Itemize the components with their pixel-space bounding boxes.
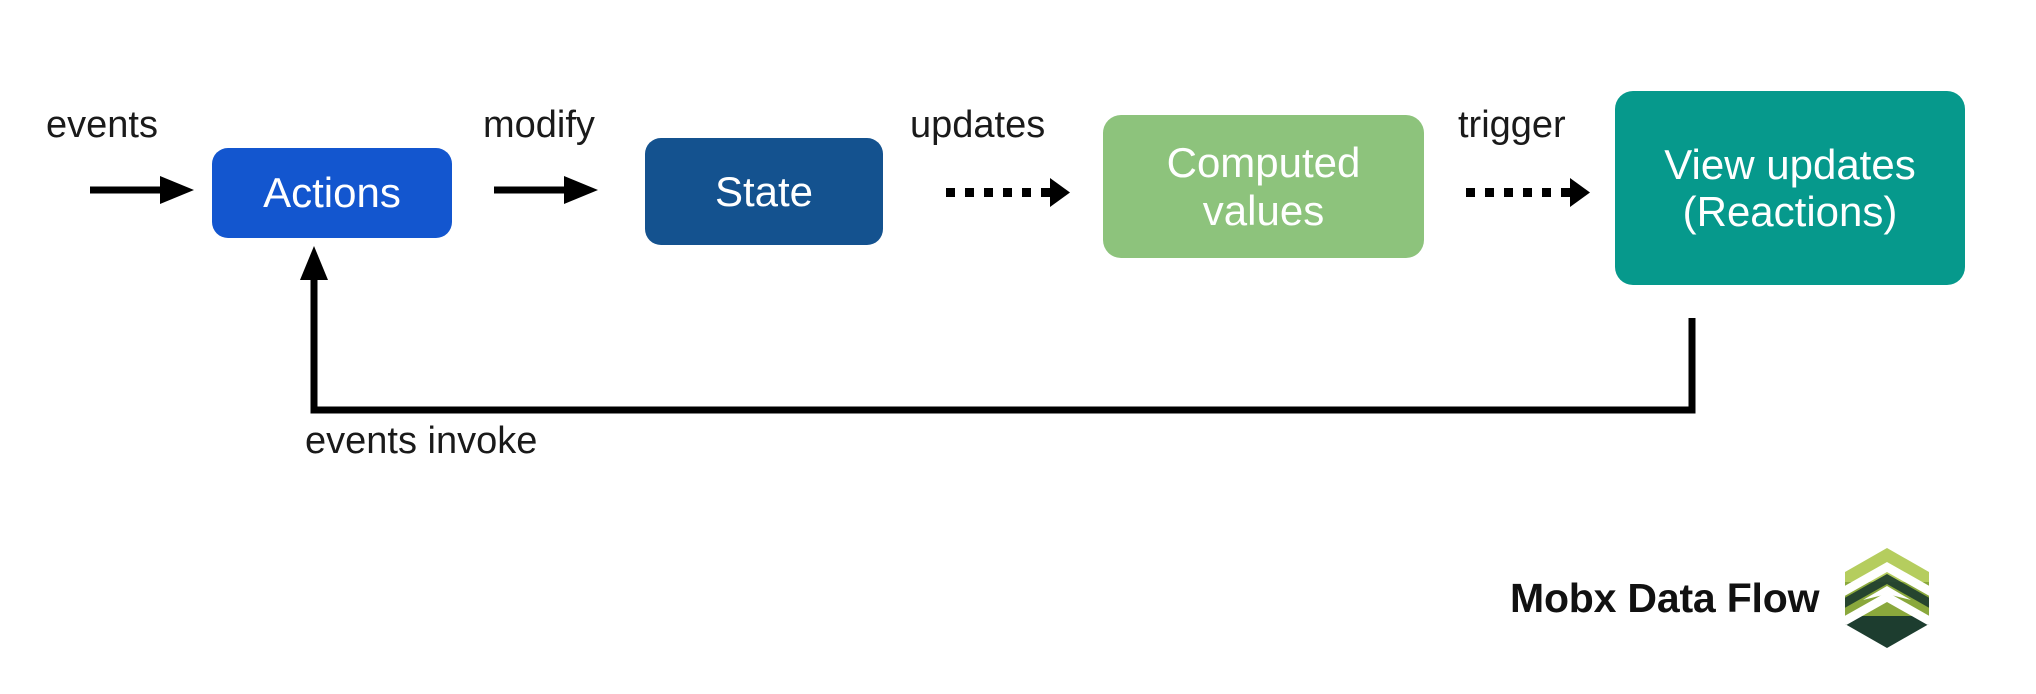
arrow-actions-to-state	[494, 176, 598, 204]
node-view-updates-line2: (Reactions)	[1682, 188, 1898, 235]
node-state-label: State	[714, 167, 814, 215]
node-computed-values-label: Computed values	[1167, 139, 1361, 233]
edge-label-updates: updates	[910, 104, 1046, 146]
node-actions-label: Actions	[263, 169, 401, 217]
arrow-computed-to-view	[1466, 178, 1590, 207]
edge-label-events-invoke: events invoke	[305, 420, 538, 462]
arrow-view-to-actions-feedback	[300, 246, 1696, 414]
arrow-events-to-actions	[90, 176, 194, 204]
node-state[interactable]: State	[645, 138, 883, 245]
node-view-updates-label: View updates (Reactions)	[1664, 141, 1915, 235]
edge-label-trigger: trigger	[1458, 104, 1566, 146]
brand-title: Mobx Data Flow	[1510, 574, 1820, 621]
node-computed-values-line2: values	[1202, 186, 1325, 234]
node-actions[interactable]: Actions	[212, 148, 452, 238]
mobx-hexagon-logo-icon	[1845, 548, 1930, 648]
node-view-updates[interactable]: View updates (Reactions)	[1615, 91, 1965, 285]
node-computed-values-line1: Computed	[1166, 139, 1361, 187]
edge-label-modify: modify	[483, 104, 595, 146]
brand-lockup: Mobx Data Flow	[1510, 548, 1933, 648]
node-view-updates-line1: View updates	[1664, 140, 1916, 188]
arrow-state-to-computed	[946, 178, 1070, 207]
node-computed-values[interactable]: Computed values	[1103, 115, 1424, 258]
edge-label-events: events	[46, 104, 158, 146]
